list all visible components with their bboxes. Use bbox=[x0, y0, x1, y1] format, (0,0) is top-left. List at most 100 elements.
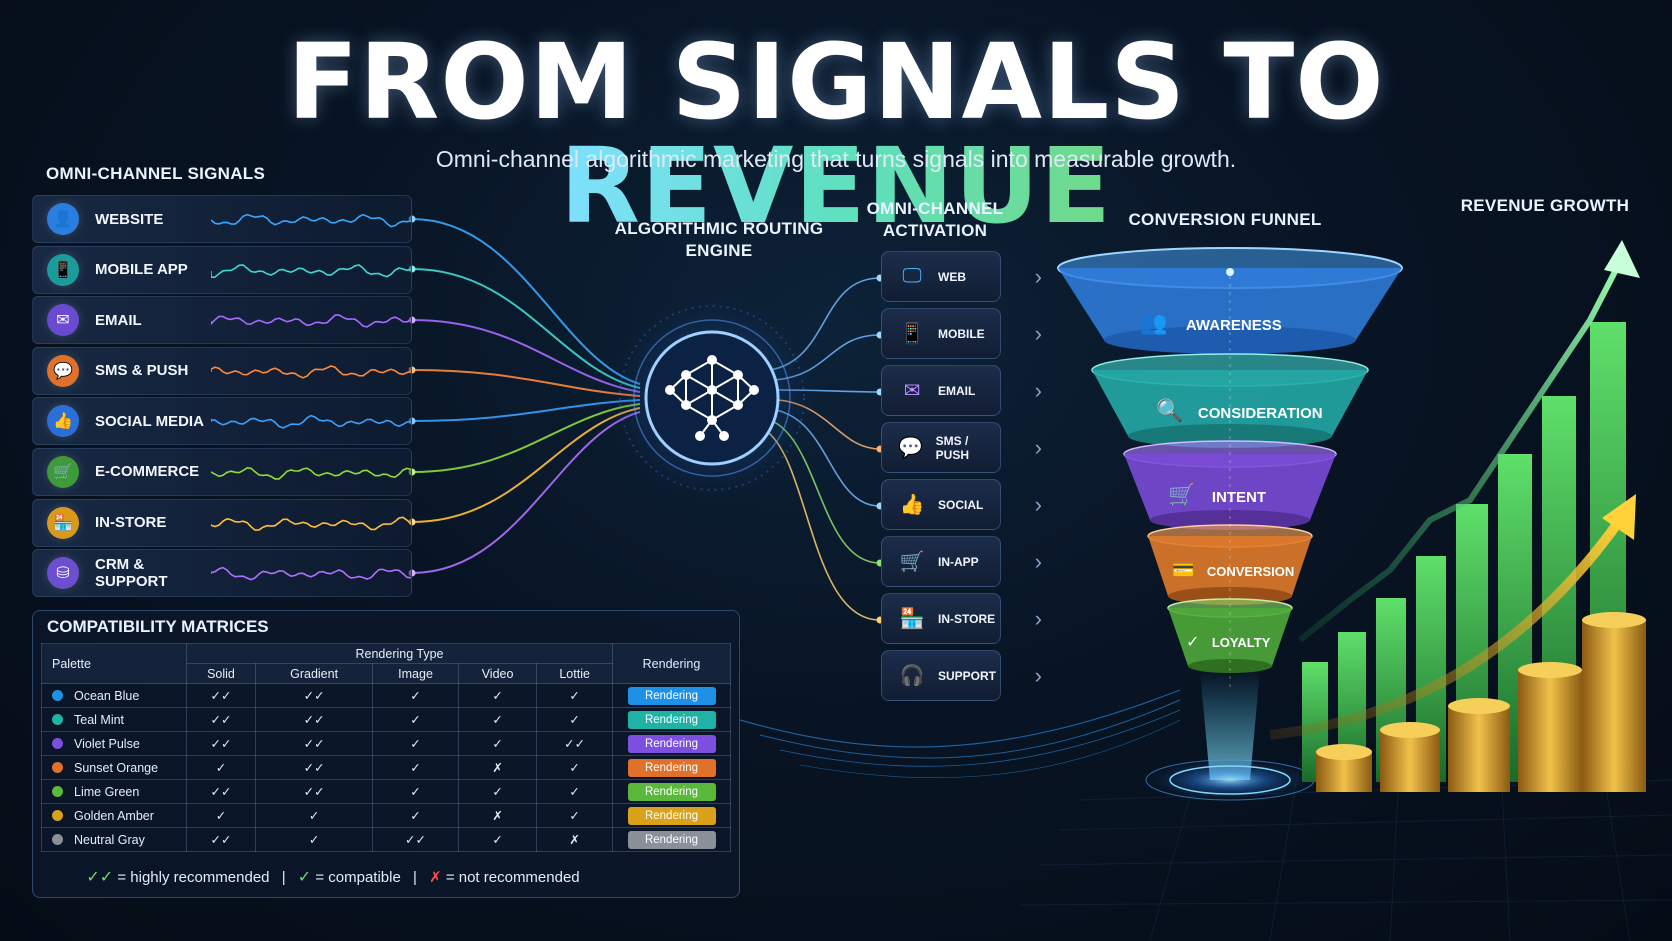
signal-row: 💬SMS & PUSH bbox=[32, 346, 412, 395]
cross-icon: ✗ bbox=[457, 803, 538, 828]
activation-support[interactable]: 🎧SUPPORT› bbox=[881, 650, 1042, 701]
funnel-stage-label: CONVERSION bbox=[1206, 564, 1295, 579]
cross-icon: ✗ bbox=[457, 755, 538, 780]
page-title: FROM SIGNALS TO REVENUE bbox=[0, 30, 1672, 238]
check-icon: ✓ bbox=[254, 827, 374, 852]
col-rendering: Rendering bbox=[612, 643, 731, 684]
activation-web[interactable]: 🖵WEB› bbox=[881, 251, 1042, 302]
color-dot-icon bbox=[52, 833, 63, 845]
users-icon: 👥 bbox=[1140, 310, 1168, 335]
chevron-right-icon: › bbox=[1034, 606, 1042, 631]
table-row: Ocean Blue✓✓✓✓✓✓✓Rendering bbox=[41, 683, 731, 708]
color-dot-icon bbox=[52, 809, 63, 821]
table-row: Lime Green✓✓✓✓✓✓✓Rendering bbox=[41, 779, 731, 804]
col-type: Lottie bbox=[536, 663, 613, 684]
activation-social[interactable]: 👍SOCIAL› bbox=[881, 479, 1042, 530]
monitor-icon: 🖵 bbox=[902, 265, 922, 287]
activation-email[interactable]: ✉EMAIL› bbox=[881, 365, 1042, 416]
palette-name: Neutral Gray bbox=[74, 832, 145, 847]
page-subtitle: Omni-channel algorithmic marketing that … bbox=[435, 146, 1237, 172]
palette-cell: Neutral Gray bbox=[41, 827, 187, 852]
check-icon: ✓ bbox=[297, 869, 312, 886]
mail-icon: ✉ bbox=[903, 380, 921, 402]
funnel-stage-intent: 🛒 INTENT bbox=[1168, 482, 1328, 508]
cross-icon: ✗ bbox=[536, 827, 613, 852]
store-icon: 🏪 bbox=[899, 608, 925, 630]
palette-name: Lime Green bbox=[74, 784, 140, 799]
double-check-icon: ✓✓ bbox=[186, 731, 256, 756]
chevron-right-icon: › bbox=[1034, 549, 1042, 574]
check-icon: ✓ bbox=[457, 731, 538, 756]
check-icon: ✓ bbox=[372, 755, 459, 780]
database-icon: ⛁ bbox=[47, 557, 79, 590]
double-check-icon: ✓✓ bbox=[186, 779, 256, 804]
chat-icon: 💬 bbox=[898, 437, 924, 459]
rendering-button[interactable]: Rendering bbox=[627, 806, 716, 825]
check-icon: ✓ bbox=[536, 803, 613, 828]
rendering-button[interactable]: Rendering bbox=[627, 686, 716, 705]
title-main: FROM SIGNALS TO bbox=[287, 21, 1385, 143]
signal-wave bbox=[211, 516, 411, 531]
rendering-button[interactable]: Rendering bbox=[627, 830, 716, 849]
funnel-shape bbox=[1057, 247, 1403, 690]
thumbs-up-icon: 👍 bbox=[899, 494, 925, 516]
check-icon: ✓ bbox=[372, 779, 459, 804]
check-icon: ✓ bbox=[372, 803, 459, 828]
title-accent: REVENUE bbox=[559, 125, 1113, 247]
rendering-button[interactable]: Rendering bbox=[627, 782, 716, 801]
col-type: Gradient bbox=[254, 663, 374, 684]
signal-row: 🏪IN-STORE bbox=[32, 498, 412, 547]
rendering-cell: Rendering bbox=[612, 683, 731, 708]
activation-list: 🖵WEB› 📱MOBILE› ✉EMAIL› 💬SMS / PUSH› 👍SOCIAL›… bbox=[881, 251, 1042, 707]
cross-icon: ✗ bbox=[429, 869, 442, 886]
rendering-button[interactable]: Rendering bbox=[627, 734, 716, 753]
rendering-button[interactable]: Rendering bbox=[627, 758, 716, 777]
activation-sms-push[interactable]: 💬SMS / PUSH› bbox=[881, 422, 1042, 473]
revenue-heading: REVENUE GROWTH bbox=[1460, 196, 1630, 215]
chat-icon: 💬 bbox=[47, 354, 79, 387]
signal-wave bbox=[211, 213, 411, 228]
cart-icon: 🛒 bbox=[1168, 482, 1196, 507]
double-check-icon: ✓✓ bbox=[254, 731, 374, 756]
rendering-cell: Rendering bbox=[612, 731, 731, 756]
check-icon: ✓ bbox=[372, 731, 459, 756]
palette-cell: Sunset Orange bbox=[41, 755, 187, 780]
matrix-title: COMPATIBILITY MATRICES bbox=[47, 617, 269, 636]
rendering-button[interactable]: Rendering bbox=[627, 710, 716, 729]
palette-cell: Teal Mint bbox=[41, 707, 187, 732]
signal-wave bbox=[211, 467, 411, 480]
color-dot-icon bbox=[52, 713, 63, 725]
headset-icon: 🎧 bbox=[899, 665, 925, 687]
activation-mobile[interactable]: 📱MOBILE› bbox=[881, 308, 1042, 359]
chevron-right-icon: › bbox=[1034, 321, 1042, 346]
check-icon: ✓ bbox=[372, 707, 459, 732]
magnifier-icon: 🔍 bbox=[1156, 398, 1184, 423]
signal-label: MOBILE APP bbox=[95, 261, 188, 279]
activation-label: IN-STORE bbox=[938, 611, 996, 626]
activation-heading: OMNI-CHANNEL ACTIVATION bbox=[866, 199, 1004, 241]
signals-list: 👤WEBSITE📱MOBILE APP✉EMAIL💬SMS & PUSH👍SOC… bbox=[32, 195, 412, 600]
palette-cell: Lime Green bbox=[41, 779, 187, 804]
check-icon: ✓ bbox=[536, 707, 613, 732]
matrix-legend: ✓✓ = highly recommended | ✓ = compatible… bbox=[33, 867, 633, 887]
double-check-icon: ✓✓ bbox=[254, 755, 374, 780]
activation-in-app[interactable]: 🛒IN-APP› bbox=[881, 536, 1042, 587]
col-type: Image bbox=[372, 663, 459, 684]
funnel-stage-label: CONSIDERATION bbox=[1197, 405, 1323, 422]
mobile-icon: 📱 bbox=[47, 253, 79, 286]
funnel-heading: CONVERSION FUNNEL bbox=[1128, 210, 1322, 229]
thumbs-up-icon: 👍 bbox=[47, 405, 79, 438]
color-dot-icon bbox=[52, 737, 63, 749]
check-icon: ✓ bbox=[372, 683, 459, 708]
funnel-stage-label: LOYALTY bbox=[1211, 635, 1271, 650]
legend-highly-recommended: = highly recommended bbox=[117, 869, 270, 886]
double-check-icon: ✓✓ bbox=[86, 869, 114, 886]
legend-separator: | bbox=[412, 869, 417, 886]
signal-label: E-COMMERCE bbox=[95, 463, 200, 481]
funnel-stage-awareness: 👥 AWARENESS bbox=[1140, 310, 1320, 336]
signal-wave bbox=[211, 364, 411, 379]
signal-row: ✉EMAIL bbox=[32, 296, 412, 345]
activation-in-store[interactable]: 🏪 IN-STORE › bbox=[881, 593, 1042, 644]
palette-name: Sunset Orange bbox=[74, 760, 159, 775]
double-check-icon: ✓✓ bbox=[254, 683, 374, 708]
